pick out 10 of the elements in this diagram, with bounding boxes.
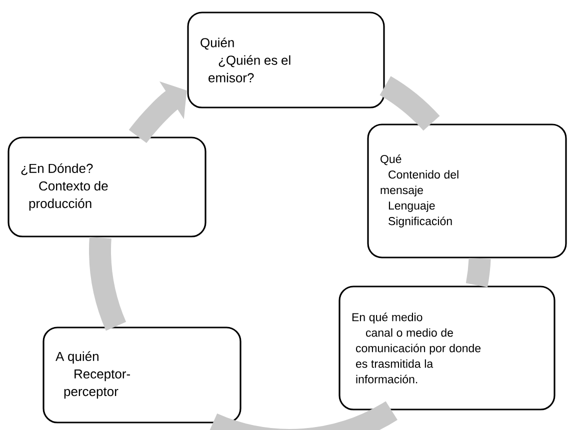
circular-arrow	[128, 81, 187, 144]
rounded-box: ¿En Dónde? Contexto de producción	[8, 136, 206, 238]
rounded-box: En qué medio canal o medio de comunicación por donde es trasmitida la información.	[338, 286, 556, 410]
arc-band	[380, 76, 440, 131]
arc-band	[466, 258, 491, 288]
arc-band	[89, 237, 126, 331]
rounded-box: Qué Contenido del mensaje Lenguaje Significación	[367, 124, 567, 258]
rounded-box: Quién ¿Quién es el emisor?	[187, 12, 385, 108]
arc-band	[208, 401, 398, 430]
rounded-box: A quién Receptor-perceptor	[42, 326, 242, 424]
